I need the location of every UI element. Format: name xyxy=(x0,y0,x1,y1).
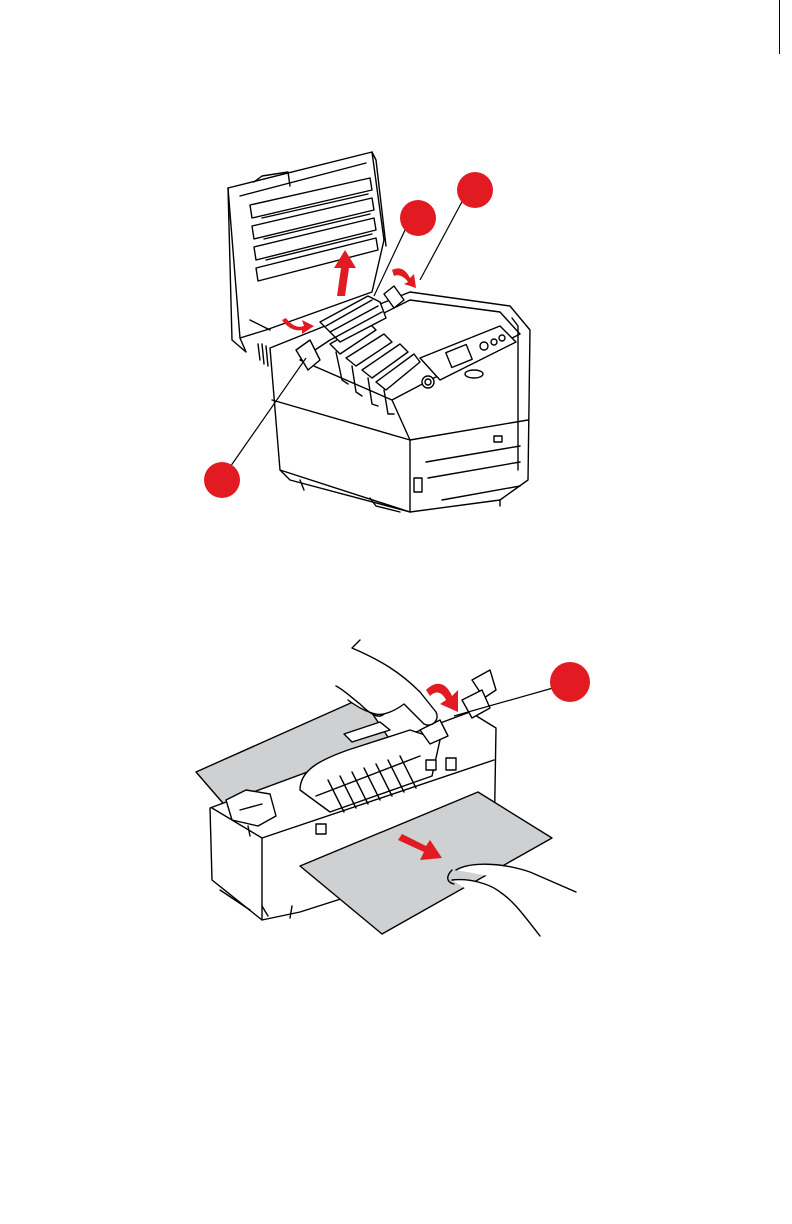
callout-fig2 xyxy=(550,662,590,702)
